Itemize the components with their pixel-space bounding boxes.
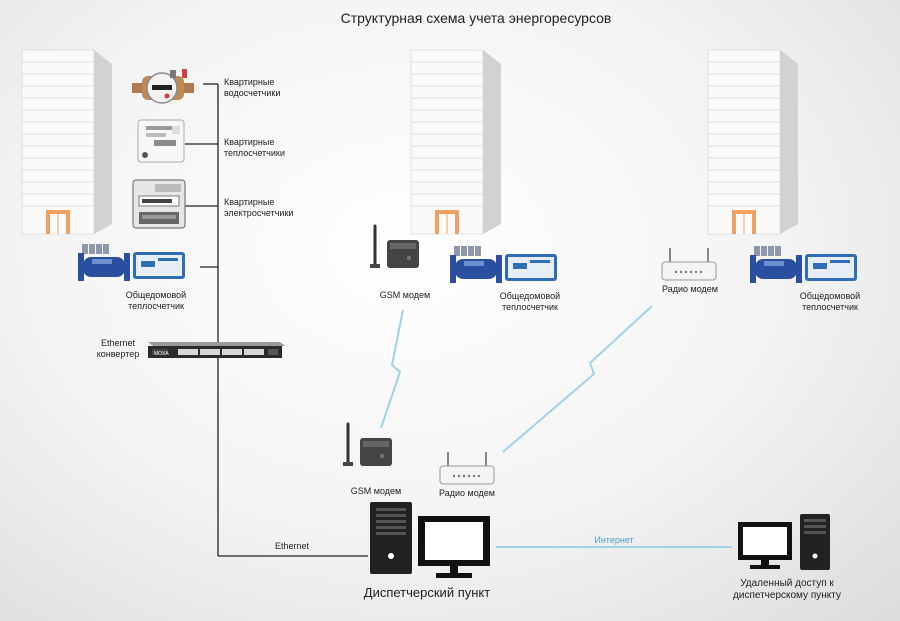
ethernet-converter-label-line2: конвертер <box>97 349 140 359</box>
gsm-modem-dispatch-label: GSM модем <box>351 486 401 496</box>
building-heat-meter-left-label-line2: теплосчетчик <box>128 301 184 311</box>
remote-monitor-icon <box>738 522 792 569</box>
building-heat-meter-right-label-line2: теплосчетчик <box>802 302 858 312</box>
dispatch-server-tower-icon <box>370 502 412 574</box>
building-heat-meter-right-label-line1: Общедомовой <box>800 291 860 301</box>
water-meters-label-line2: водосчетчики <box>224 88 280 98</box>
building-heat-meter-middle-label-line1: Общедомовой <box>500 291 560 301</box>
gsm-modem-dispatch-icon <box>341 422 394 468</box>
building-left <box>21 49 113 235</box>
dispatch-point-label: Диспетчерский пункт <box>364 585 490 600</box>
gsm-wireless-link <box>380 309 404 429</box>
moxa-brand-label: MOXA <box>154 351 169 357</box>
ethernet-converter-label-line1: Ethernet <box>101 338 136 348</box>
building-heat-meter-middle-label-line2: теплосчетчик <box>502 302 558 312</box>
building-heat-meter-left-icon <box>78 244 185 281</box>
heat-meters-label-line1: Квартирные <box>224 137 274 147</box>
remote-access-label-line2: диспетчерскому пункту <box>733 590 841 601</box>
electric-meter-icon <box>132 179 186 229</box>
water-meter-icon <box>132 69 194 104</box>
gsm-modem-building-label: GSM модем <box>380 290 430 300</box>
building-right <box>707 49 799 235</box>
backbone-line <box>185 83 368 557</box>
electric-meters-label-line1: Квартирные <box>224 197 274 207</box>
building-heat-meter-middle-icon <box>450 246 557 283</box>
radio-modem-dispatch-icon <box>439 451 495 485</box>
electric-meters-label-line2: электросчетчики <box>224 208 293 218</box>
internet-label: Интернет <box>594 535 633 545</box>
apartment-heat-meter-icon <box>137 119 185 163</box>
ethernet-line-label: Ethernet <box>275 541 310 551</box>
remote-pc-tower-icon <box>800 514 830 570</box>
heat-meters-label-line2: теплосчетчики <box>224 148 285 158</box>
radio-wireless-link <box>502 305 653 453</box>
diagram-title: Структурная схема учета энергоресурсов <box>341 10 612 26</box>
ethernet-converter-icon: MOXA <box>148 342 285 358</box>
radio-modem-building-icon <box>661 247 717 281</box>
radio-modem-building-label: Радио модем <box>662 284 718 294</box>
building-heat-meter-right-icon <box>750 246 857 283</box>
radio-modem-dispatch-label: Радио модем <box>439 488 495 498</box>
building-heat-meter-left-label-line1: Общедомовой <box>126 290 186 300</box>
dispatch-monitor-icon <box>418 516 490 578</box>
building-middle <box>410 49 502 235</box>
remote-access-label-line1: Удаленный доступ к <box>740 578 834 589</box>
water-meters-label-line1: Квартирные <box>224 77 274 87</box>
